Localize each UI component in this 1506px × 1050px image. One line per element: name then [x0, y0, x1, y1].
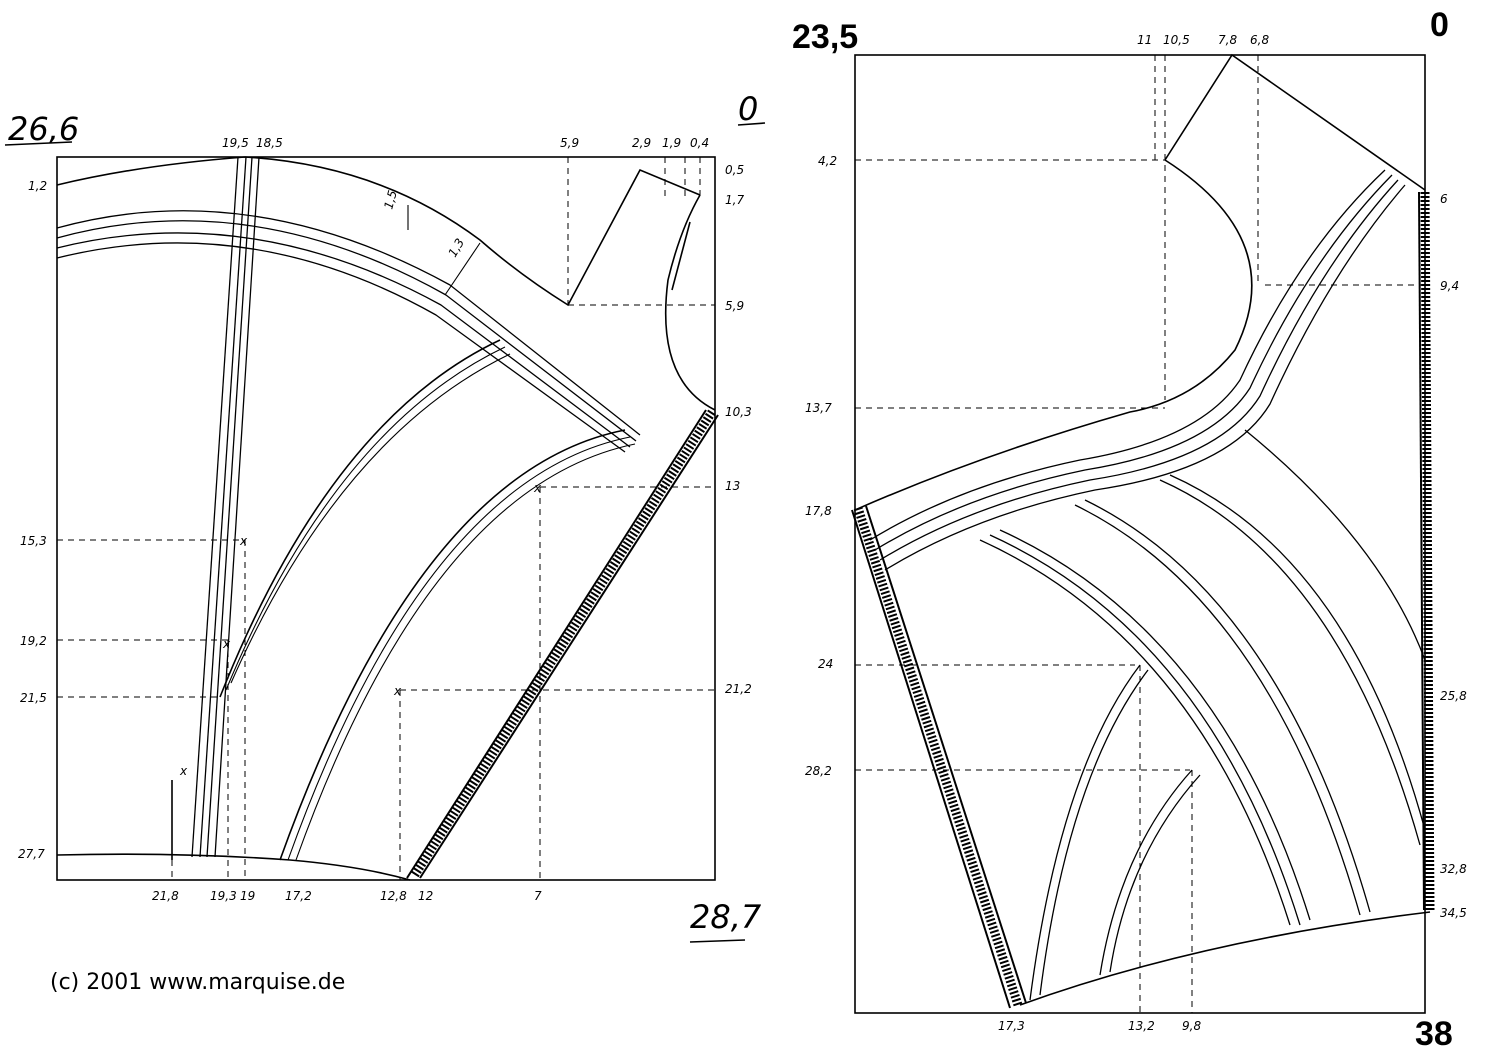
left-left-tick: 19,2	[20, 634, 47, 648]
mark-x: x	[239, 534, 248, 548]
right-left-tick: 4,2	[818, 154, 837, 168]
left-corner-br: 28,7	[690, 898, 762, 936]
right-pattern-piece: 23,5 0 38 11 10,5 7,8 6,8 4,2 13,7 17,8 …	[792, 6, 1467, 1050]
mark-x: x	[533, 481, 542, 495]
left-right-tick: 1,7	[725, 193, 744, 207]
mark-x: x	[393, 684, 402, 698]
left-bottom-tick: 12,8	[380, 889, 407, 903]
right-right-tick: 25,8	[1440, 689, 1467, 703]
right-corner-br: 38	[1415, 1015, 1453, 1050]
right-bottom-tick: 17,3	[998, 1019, 1025, 1033]
left-right-tick: 21,2	[725, 682, 752, 696]
right-frame	[854, 54, 1426, 1014]
left-top-tick: 19,5	[222, 136, 249, 150]
seam-note: 1,5	[381, 189, 399, 211]
left-right-tick: 13	[725, 479, 740, 493]
right-left-tick: 13,7	[805, 401, 832, 415]
left-top-tick: 5,9	[560, 136, 579, 150]
left-left-tick: 1,2	[28, 179, 47, 193]
right-right-tick: 6	[1440, 192, 1448, 206]
left-bottom-tick: 19,3	[210, 889, 237, 903]
right-corner-tr: 0	[1430, 6, 1449, 44]
left-left-tick: 21,5	[20, 691, 47, 705]
right-top-tick: 7,8	[1218, 33, 1237, 47]
seam-note: 1,3	[445, 236, 467, 260]
right-top-tick: 6,8	[1250, 33, 1269, 47]
left-top-tick: 2,9	[632, 136, 651, 150]
right-bottom-tick: 13,2	[1128, 1019, 1155, 1033]
left-corner-tr: 0	[738, 90, 758, 128]
left-bottom-tick: 7	[534, 889, 542, 903]
right-bottom-tick: 9,8	[1182, 1019, 1201, 1033]
left-bottom-tick: 17,2	[285, 889, 312, 903]
left-left-tick: 27,7	[18, 847, 45, 861]
left-left-tick: 15,3	[20, 534, 47, 548]
copyright-text: (c) 2001 www.marquise.de	[50, 970, 346, 995]
left-top-tick: 18,5	[256, 136, 283, 150]
left-top-tick: 1,9	[662, 136, 681, 150]
mark-x: x	[179, 764, 188, 778]
right-top-tick: 10,5	[1163, 33, 1190, 47]
right-left-tick: 24	[818, 657, 833, 671]
right-right-tick: 34,5	[1440, 906, 1467, 920]
left-right-tick: 0,5	[725, 163, 744, 177]
right-left-tick: 17,8	[805, 504, 832, 518]
right-right-tick: 32,8	[1440, 862, 1467, 876]
left-bottom-tick: 19	[240, 889, 255, 903]
left-bottom-tick: 12	[418, 889, 433, 903]
right-right-tick: 9,4	[1440, 279, 1459, 293]
left-bottom-tick: 21,8	[152, 889, 179, 903]
right-corner-tl: 23,5	[792, 18, 858, 56]
left-frame	[56, 156, 716, 881]
right-left-tick: 28,2	[805, 764, 832, 778]
mark-x: x	[222, 637, 231, 651]
left-top-tick: 0,4	[690, 136, 709, 150]
left-right-tick: 5,9	[725, 299, 744, 313]
left-pattern-piece: x x x x x 26,6 0 28,7 19,5 18,5 5,9 2,9 …	[4, 90, 766, 943]
right-top-tick: 11	[1137, 33, 1152, 47]
left-right-tick: 10,3	[725, 405, 752, 419]
